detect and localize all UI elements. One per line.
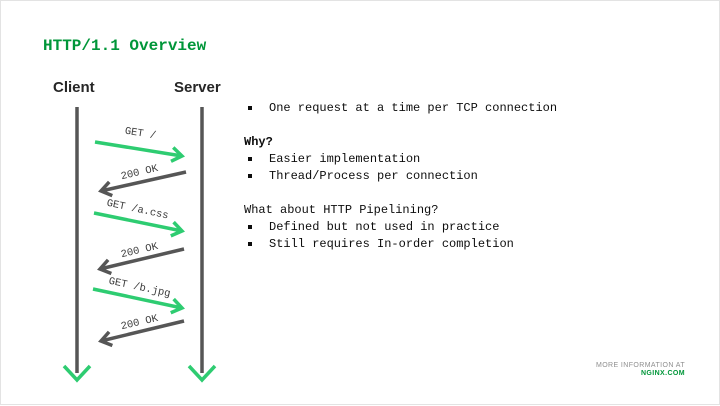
why-heading: Why?	[244, 135, 273, 149]
server-lifeline-arrowhead	[187, 364, 217, 383]
spacer	[244, 117, 584, 134]
bullet-text: Easier implementation	[269, 152, 421, 166]
footer-nginx-link[interactable]: NGINX.COM	[640, 370, 685, 377]
bullet-text: Defined but not used in practice	[269, 220, 500, 234]
server-label: Server	[174, 79, 221, 96]
list-item: One request at a time per TCP connection	[244, 100, 584, 117]
arrow-label-get-bjpg: GET /b.jpg	[107, 276, 171, 301]
bullet-square-icon	[248, 242, 252, 246]
arrow-200ok-3	[98, 319, 185, 348]
arrow-get-bjpg	[92, 287, 185, 315]
arrow-get-root	[94, 140, 186, 163]
list-item: Thread/Process per connection	[244, 168, 584, 185]
arrow-get-acss	[93, 211, 185, 238]
spacer	[244, 185, 584, 202]
bullet-square-icon	[248, 157, 252, 161]
list-item: Easier implementation	[244, 151, 584, 168]
bullet-square-icon	[248, 225, 252, 229]
content-block: One request at a time per TCP connection…	[244, 100, 584, 253]
slide-title: HTTP/1.1 Overview	[43, 37, 207, 55]
bullet-text: One request at a time per TCP connection	[269, 101, 558, 115]
pipelining-heading: What about HTTP Pipelining?	[244, 203, 439, 217]
client-lifeline-arrowhead	[62, 364, 92, 383]
bullet-text: Thread/Process per connection	[269, 169, 478, 183]
list-item: Defined but not used in practice	[244, 219, 584, 236]
footer-more-info: MORE INFORMATION AT	[595, 362, 685, 369]
arrow-label-get-root: GET /	[124, 126, 157, 143]
list-item: Still requires In-order completion	[244, 236, 584, 253]
bullet-square-icon	[248, 174, 252, 178]
arrow-200ok-2	[97, 247, 185, 276]
bullet-text: Still requires In-order completion	[269, 237, 514, 251]
footer: MORE INFORMATION AT NGINX.COM	[596, 362, 685, 378]
bullet-square-icon	[248, 106, 252, 110]
client-label: Client	[53, 79, 95, 96]
arrow-200ok-1	[98, 170, 187, 198]
